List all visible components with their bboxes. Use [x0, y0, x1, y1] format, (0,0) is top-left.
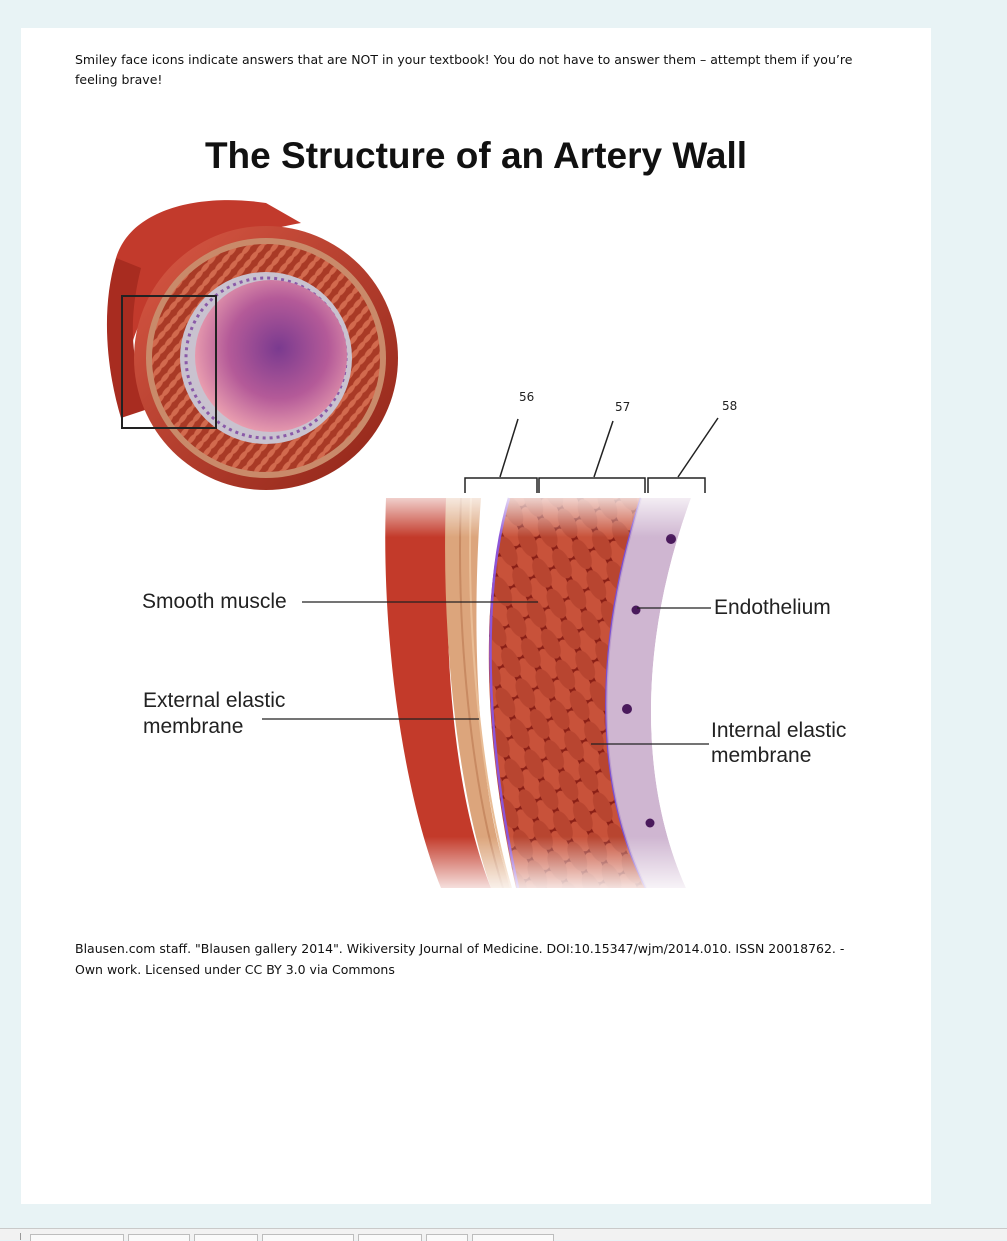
- callout-number-58: 58: [722, 399, 738, 413]
- image-citation: Blausen.com staff. "Blausen gallery 2014…: [75, 941, 845, 977]
- status-segment[interactable]: [30, 1234, 124, 1241]
- status-segment[interactable]: [426, 1234, 468, 1241]
- figure-title: The Structure of an Artery Wall: [204, 135, 748, 176]
- status-bar: [0, 1228, 1007, 1241]
- smiley-notice-text: Smiley face icons indicate answers that …: [75, 52, 853, 87]
- layer-brackets: [464, 417, 719, 493]
- status-segment[interactable]: [194, 1234, 258, 1241]
- callout-number-57: 57: [615, 400, 631, 414]
- status-segment[interactable]: [262, 1234, 354, 1241]
- status-segment[interactable]: [128, 1234, 190, 1241]
- callout-number-56: 56: [519, 390, 535, 404]
- label-internal-elastic: Internal elastic: [711, 719, 847, 742]
- artery-wall-section: [381, 488, 721, 898]
- label-external-membrane: membrane: [143, 715, 244, 738]
- label-endothelium: Endothelium: [714, 596, 831, 619]
- label-internal-membrane: membrane: [711, 744, 812, 767]
- status-segment[interactable]: [358, 1234, 422, 1241]
- artery-cross-section: [106, 200, 398, 490]
- label-smooth-muscle: Smooth muscle: [142, 590, 287, 613]
- artery-figure: The Structure of an Artery Wall: [21, 28, 931, 908]
- status-segment[interactable]: [472, 1234, 554, 1241]
- label-leader-lines: [262, 601, 711, 745]
- artery-illustration: [106, 200, 721, 898]
- resize-grip-icon[interactable]: [20, 1233, 24, 1240]
- label-external-elastic: External elastic: [143, 689, 286, 712]
- document-page: Smiley face icons indicate answers that …: [21, 28, 931, 1204]
